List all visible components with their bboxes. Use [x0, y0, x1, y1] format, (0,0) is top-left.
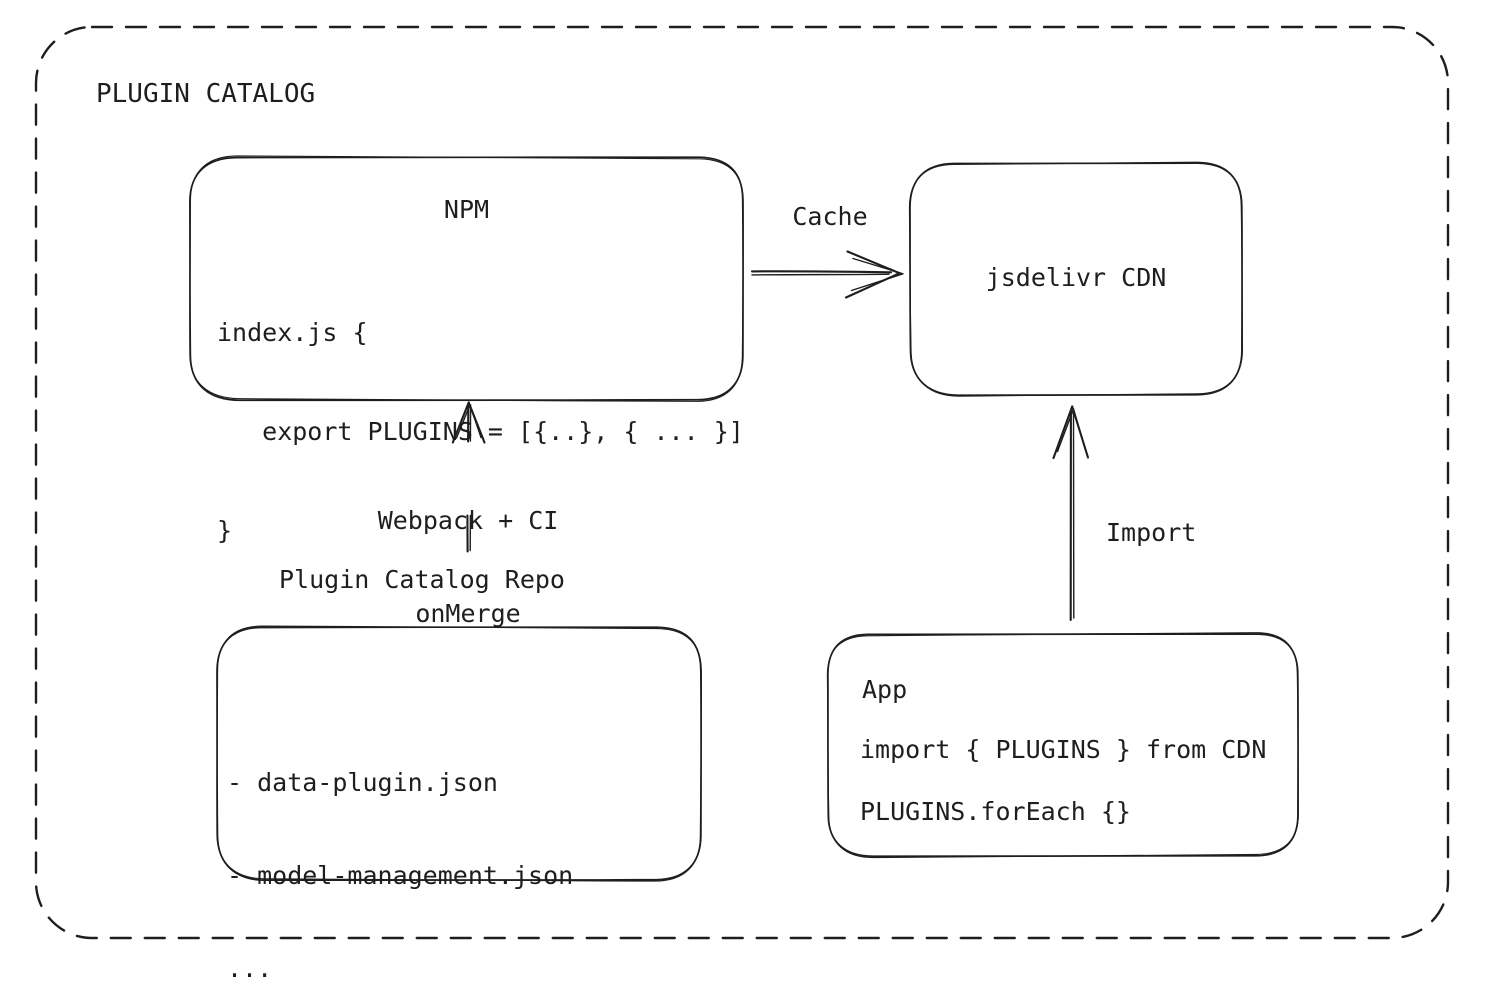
npm-code-line: export PLUGINS = [{..}, { ... }] — [217, 417, 744, 446]
app-code-line: PLUGINS.forEach {} — [860, 797, 1131, 826]
cdn-box — [908, 161, 1244, 397]
build-arrow — [451, 401, 486, 553]
npm-box-title: NPM — [443, 195, 490, 224]
npm-code-line: } — [217, 516, 233, 545]
repo-file-item: - data-plugin.json — [227, 768, 498, 797]
app-code-line: import { PLUGINS } from CDN — [860, 735, 1267, 764]
repo-file-item: ... — [227, 954, 273, 983]
app-box — [826, 632, 1299, 859]
npm-code-block: index.js { export PLUGINS = [{..}, { ...… — [217, 250, 744, 613]
import-arrow — [1052, 405, 1090, 622]
import-arrow-label: Import — [1106, 518, 1197, 547]
build-arrow-label-line: Webpack + CI — [377, 506, 559, 535]
cache-arrow — [750, 250, 904, 299]
cache-arrow-label: Cache — [792, 202, 868, 231]
npm-code-line: index.js { — [217, 318, 368, 347]
repo-file-list: - data-plugin.json - model-management.js… — [227, 705, 573, 1002]
npm-box — [189, 155, 744, 402]
build-arrow-label: Webpack + CI onMerge — [318, 443, 618, 691]
cdn-box-label: jsdelivr CDN — [985, 263, 1167, 292]
catalog-boundary-frame — [34, 25, 1450, 940]
diagram-title: PLUGIN CATALOG — [96, 79, 316, 109]
repo-box — [216, 625, 702, 882]
build-arrow-label-line: onMerge — [415, 599, 521, 628]
app-box-title: App — [862, 675, 908, 704]
repo-file-item: - model-management.json — [227, 861, 574, 890]
repo-box-title: Plugin Catalog Repo — [279, 565, 565, 594]
